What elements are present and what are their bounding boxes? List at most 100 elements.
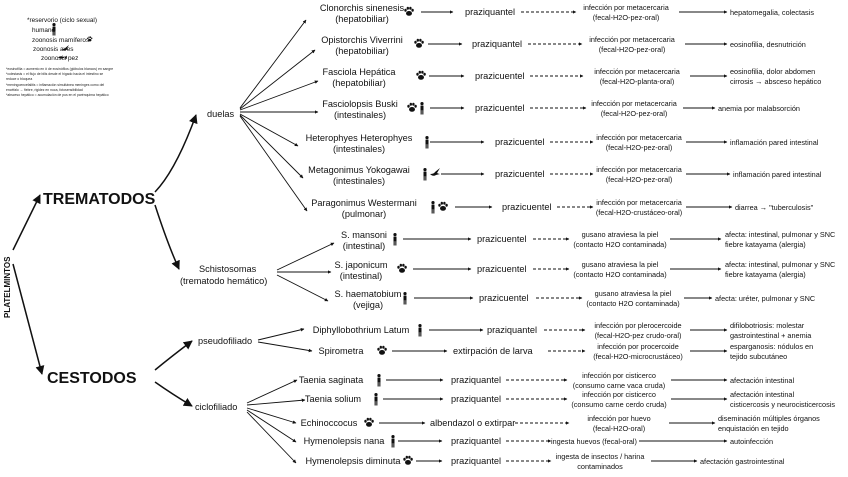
infection-route: infección por metacercaria [591,99,678,108]
legend-human-label: humano [32,27,56,34]
group-ciclofiliado: ciclofiliado [195,402,237,412]
effect-label: afectación gastrointestinal [700,457,785,466]
parasite-site: (intestinal) [340,271,382,281]
human-icon [420,102,424,115]
effect-label: esparganosis: nódulos en [730,342,813,351]
effect-label: eosinofilia, desnutrición [730,40,806,49]
effect-label: autoinfección [730,437,773,446]
infection-route: infección por metacercaria [596,198,683,207]
human-icon [431,201,435,214]
parasite-row: Clonorchis sinenesis(hepatobiliar)praziq… [320,3,814,24]
treatment-label: prazicuentel [477,234,527,244]
parasite-row: Fasciola Hepática(hepatobiliar)prazicuen… [322,67,821,88]
root-label: PLATELMINTOS [3,256,12,318]
legend-note: *meningoencefalitis = inflamación simult… [6,83,104,87]
parasite-site: (intestinales) [333,144,385,154]
parasite-name: Fasciolopsis Buski [322,99,398,109]
effect-label: anemia por malabsorción [718,104,800,113]
effect-label: inflamación pared intestinal [733,170,822,179]
bird-icon [430,168,440,176]
parasite-site: (pulmonar) [342,209,386,219]
parasite-name: Taenia saginata [299,375,364,385]
effect-detail: gastrointestinal + anemia [730,331,812,340]
infection-route-detail: (consumo carne cerdo cruda) [571,400,666,409]
legend-fish-label: zoonosis pez [41,55,78,62]
legend-note: *colestasis = el flujo de bilis desde el… [6,72,103,76]
parasite-name: Opistorchis Viverrini [321,35,403,45]
class-trematodos: TREMATODOS [43,191,156,208]
infection-route: infección por metacercaria [589,35,676,44]
legend-note: *absceso hepático = acumulación de pus e… [6,93,109,97]
effect-detail: fiebre katayama (alergia) [725,240,806,249]
infection-route: infección por cisticerco [582,390,656,399]
treatment-label: prazicuentel [475,103,525,113]
effect-label: diseminación múltiples órganos [718,414,820,423]
parasite-site: (vejiga) [353,300,383,310]
treatment-label: praziquantel [465,7,515,17]
treatment-label: prazicuentel [479,293,529,303]
human-icon [377,374,381,387]
treatment-label: praziquantel [487,325,537,335]
parasite-site: (hepatobiliar) [332,78,386,88]
infection-route: infección por metacercaria [596,133,683,142]
infection-route: infección por metacercaria [594,67,681,76]
paw-icon [416,70,426,80]
treatment-label: praziquantel [451,456,501,466]
parasite-row: Echinoccocus albendazol o extirpar infecci… [301,414,820,433]
infection-route-detail: (fecal-H2O-pez-oral) [606,143,673,152]
effect-label: afectación intestinal [730,390,794,399]
infection-route: ingesta huevos (fecal-oral) [551,437,637,446]
infection-route-detail: (fecal-H2O-pez crudo-oral) [595,331,682,340]
legend-bird-label: zoonosis aves [33,46,74,53]
parasite-site: (intestinales) [333,176,385,186]
treatment-label: prazicuentel [495,137,545,147]
group-pseudofiliado: pseudofiliado [198,336,252,346]
treatment-label: praziquantel [451,394,501,404]
infection-route-detail: (fecal-H2O-oral) [593,424,645,433]
effect-detail: tejido subcutáneo [730,352,787,361]
paw-icon [407,102,417,112]
human-icon [403,292,407,305]
legend-mammal-label: zoonosis mamíferos [32,37,89,44]
effect-label: diarrea → "tuberculosis" [735,203,814,212]
infection-route-detail: (consumo carne vaca cruda) [573,381,665,390]
legend-reservoir-label: *reservorio (ciclo sexual) [27,17,97,24]
infection-route: infección por huevo [587,414,650,423]
treatment-label: prazicuentel [477,264,527,274]
infection-route-detail: contaminados [577,462,623,471]
infection-route-detail: (contacto H2O contaminada) [573,240,666,249]
parasite-row: Opistorchis Viverrini(hepatobiliar)prazi… [321,35,806,56]
parasite-name: Metagonimus Yokogawai [308,165,410,175]
infection-route: infección por metacercaria [596,165,683,174]
effect-label: afecta: intestinal, pulmonar y SNC [725,230,835,239]
treatment-label: prazicuentel [495,169,545,179]
parasite-name: S. mansoni [341,230,387,240]
effect-detail: fiebre katayama (alergia) [725,270,806,279]
treatment-label: praziquantel [451,375,501,385]
human-icon [418,324,422,337]
parasite-name: Diphyllobothrium Latum [313,325,410,335]
infection-route-detail: (contacto H2O contaminada) [573,270,666,279]
effect-detail: enquistación en tejido [718,424,789,433]
parasite-name: Hymenolepsis diminuta [306,456,402,466]
human-icon [393,233,397,246]
treatment-label: praziquantel [451,436,501,446]
branch-arrows [239,19,335,464]
treatment-label: albendazol o extirpar [430,418,515,428]
parasite-name: Taenia solium [305,394,362,404]
effect-label: eosinofilia, dolor abdomen [730,67,815,76]
paw-icon [403,455,413,465]
paw-icon [377,345,387,355]
parasite-name: Paragonimus Westermani [311,198,417,208]
parasite-name: Heterophyes Heterophyes [306,133,413,143]
paw-icon [397,263,407,273]
infection-route-detail: (fecal-H2O-pez-oral) [601,109,668,118]
parasite-name: Echinoccocus [301,418,358,428]
